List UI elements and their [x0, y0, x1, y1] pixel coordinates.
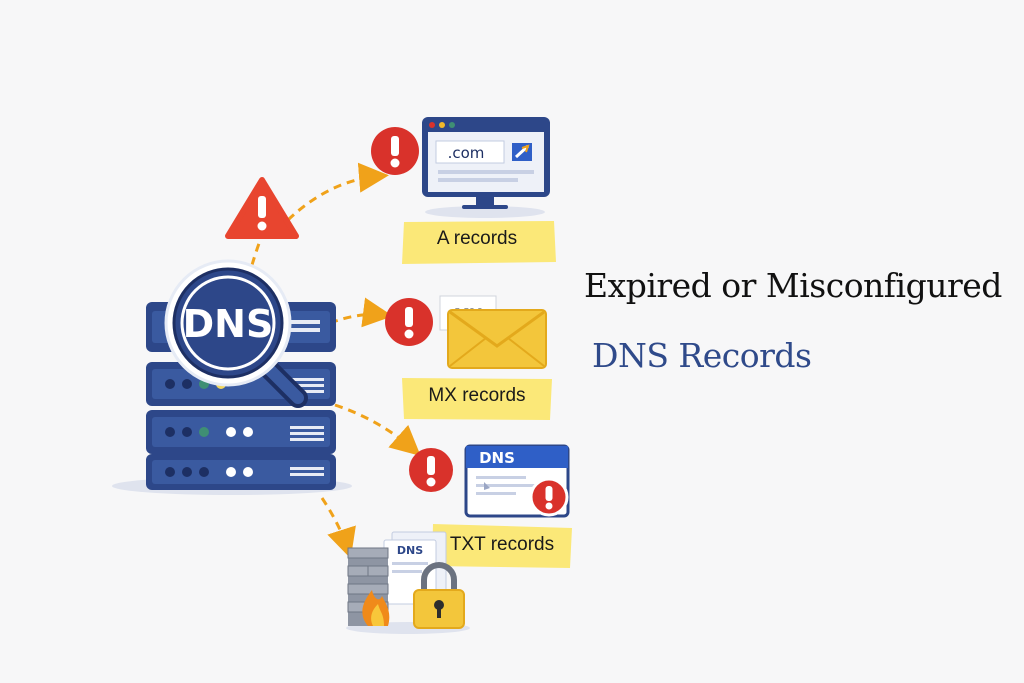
sticky-note-a [402, 221, 556, 264]
server-unit [146, 454, 336, 490]
warning-triangle-icon [225, 177, 299, 239]
alert-circle-icon [529, 477, 569, 517]
document-icon: DNS [383, 531, 447, 605]
dns-badge-text: DNS [183, 302, 274, 346]
arrow-to-firewall [320, 497, 356, 559]
envelope-icon: MX [439, 295, 547, 369]
mx-records-label: MX records [428, 385, 526, 406]
padlock-icon [413, 562, 465, 629]
txt-doc-header: DNS [479, 449, 515, 467]
sticky-note-mx [402, 378, 552, 420]
sticky-note-txt [432, 524, 572, 568]
alert-circle-icon [371, 127, 419, 175]
title-line-2: DNS Records [592, 336, 812, 375]
a-records-label: A records [436, 228, 518, 249]
arrow-to-txt-records [334, 403, 421, 456]
server-unit [146, 410, 336, 454]
alert-circle-icon [409, 448, 453, 492]
arrow-to-warning [250, 235, 264, 266]
magnifier-icon: DNS [164, 259, 308, 408]
alert-circle-icon [385, 298, 433, 346]
title-line-1: Expired or Misconfigured [584, 266, 1002, 305]
arrow-to-a-records [286, 162, 389, 222]
fire-icon [362, 590, 390, 626]
firewall-group: DNS [346, 531, 470, 634]
monitor-icon: .com [422, 117, 550, 218]
arrow-to-mx-records [329, 297, 393, 328]
monitor-domain-text: .com [448, 144, 485, 162]
txt-records-label: TXT records [449, 534, 555, 555]
firewall-doc-header: DNS [397, 544, 423, 557]
